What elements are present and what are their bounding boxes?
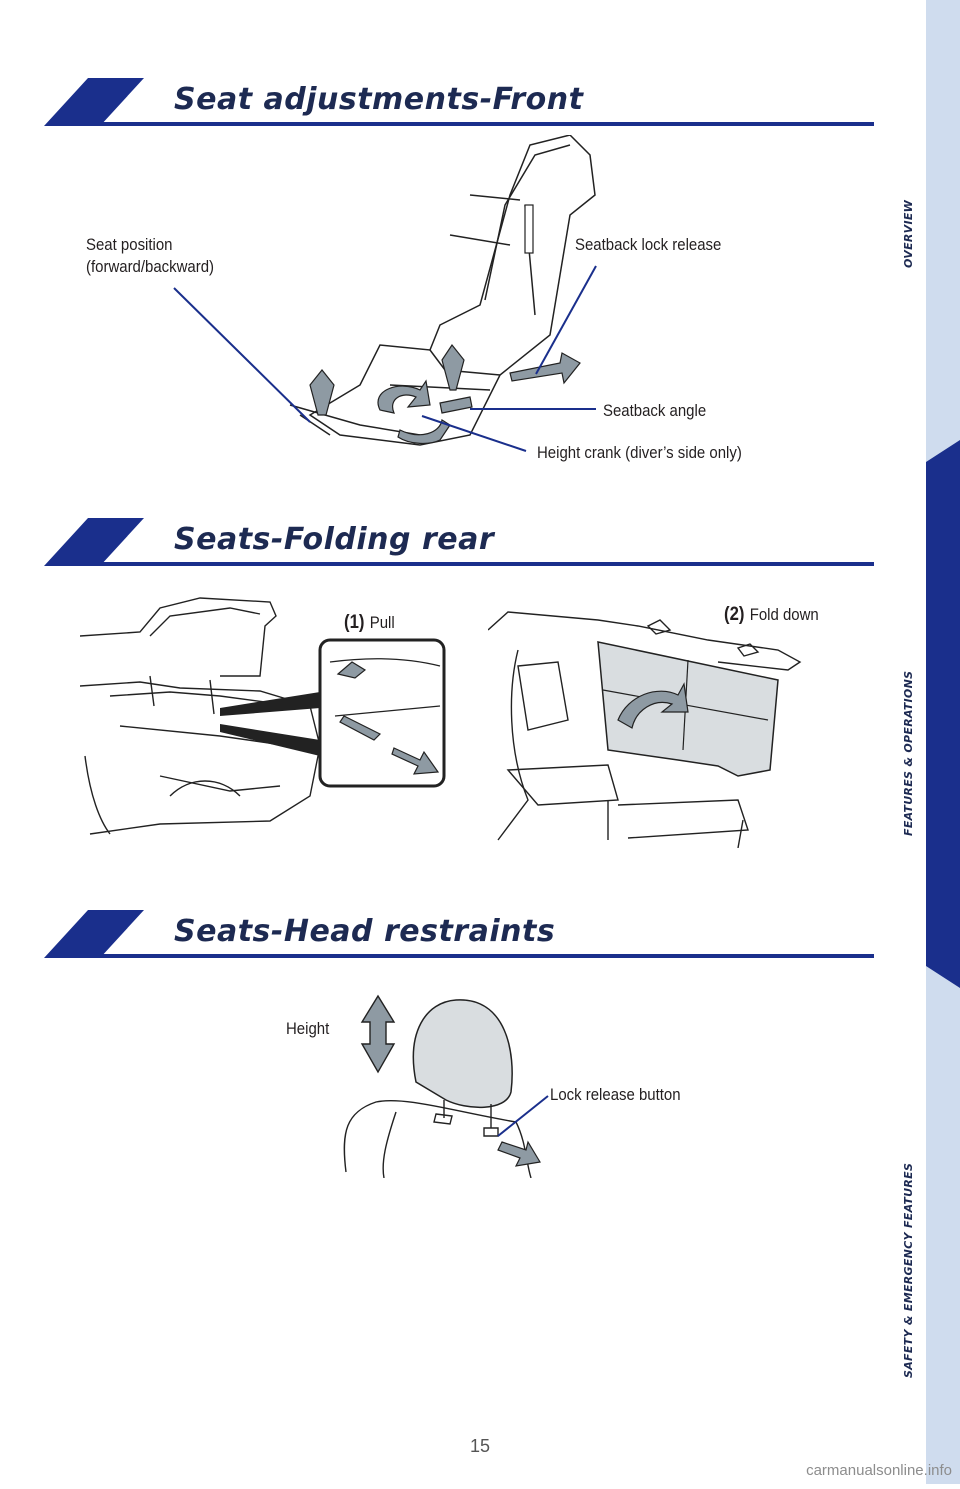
label-height-crank: Height crank (diver’s side only) (537, 443, 742, 462)
section-title-head-restraints: Seats-Head restraints (44, 910, 874, 960)
label-seatback-lock-release: Seatback lock release (575, 235, 722, 254)
trunk-illustration (80, 597, 446, 835)
sidebar-tab-features-operations[interactable]: FEATURES & OPERATIONS (902, 670, 915, 836)
section-title-front-seat: Seat adjustments-Front (44, 78, 874, 128)
label-seat-position-detail: (forward/backward) (86, 257, 215, 276)
step-1-text: Pull (369, 613, 395, 632)
section-title-text: Seats-Folding rear (174, 522, 495, 557)
head-restraint-illustration (343, 994, 541, 1178)
page-number: 15 (469, 1436, 491, 1456)
head-leader-lines (497, 1095, 549, 1137)
section-title-folding-rear: Seats-Folding rear (44, 518, 874, 568)
step-1-label: (1)Pull (344, 612, 395, 633)
label-seat-position: Seat position (86, 235, 173, 254)
front-leader-lines (173, 265, 597, 452)
chapter-sidebar (926, 0, 960, 1484)
label-height: Height (286, 1019, 330, 1038)
step-2-number: (2) (724, 604, 745, 625)
label-seatback-angle: Seatback angle (603, 401, 707, 420)
label-lock-release-button: Lock release button (550, 1085, 681, 1104)
sidebar-tab-overview[interactable]: OVERVIEW (902, 199, 915, 268)
watermark-text: carmanualsonline.info (806, 1462, 952, 1479)
section-title-text: Seats-Head restraints (174, 914, 556, 949)
step-1-number: (1) (344, 612, 365, 633)
front-seat-illustration (289, 135, 596, 446)
step-2-label: (2)Fold down (724, 604, 819, 625)
rear-seat-fold-illustration (488, 611, 802, 848)
section-title-text: Seat adjustments-Front (174, 82, 584, 117)
sidebar-active-tab-shape (926, 440, 960, 988)
sidebar-tab-safety-emergency[interactable]: SAFETY & EMERGENCY FEATURES (902, 1162, 915, 1378)
step-2-text: Fold down (749, 605, 819, 624)
